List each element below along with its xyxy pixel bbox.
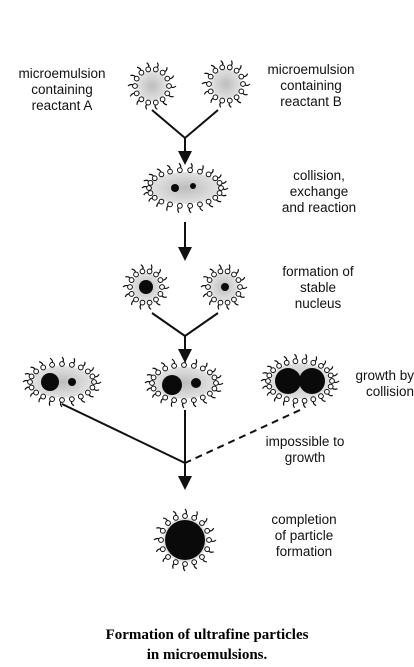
droplet-reactant-a [128,63,176,110]
droplets [23,61,339,571]
droplet-final-particle [154,509,216,571]
merge-lines-middle [152,313,218,336]
label-growth: growth by collision [334,368,414,400]
particle-core [275,368,301,394]
droplet-growth-center [145,358,223,408]
droplet-collision [142,163,228,212]
label-completion: completion of particle formation [244,512,364,560]
label-reactant-a: microemulsion containing reactant A [4,66,120,114]
droplet-nucleus-left [123,265,169,310]
figure-caption-line-1: Formation of ultrafine particles [0,626,414,645]
label-impossible: impossible to growth [240,434,370,466]
particle-core [41,373,59,391]
label-nucleus: formation of stable nucleus [258,264,378,312]
particle-core [162,375,182,395]
particle-core [68,378,76,386]
droplet-growth-right [261,354,339,407]
label-reactant-b: microemulsion containing reactant B [250,62,372,110]
droplet-reactant-b [202,61,250,108]
droplet-growth-left [23,357,101,407]
particle-core [191,378,201,388]
line-left-growth [62,404,185,463]
particle-core [171,184,179,192]
particle-core [190,183,196,189]
droplet-nucleus-right [201,265,247,310]
particle-core [221,283,229,291]
particle-core [139,280,153,294]
particle-core [299,368,325,394]
merge-lines-top [152,110,218,138]
label-collision: collision, exchange and reaction [264,168,374,216]
figure-caption-line-2: in microemulsions. [0,646,414,665]
particle-core [165,520,205,560]
